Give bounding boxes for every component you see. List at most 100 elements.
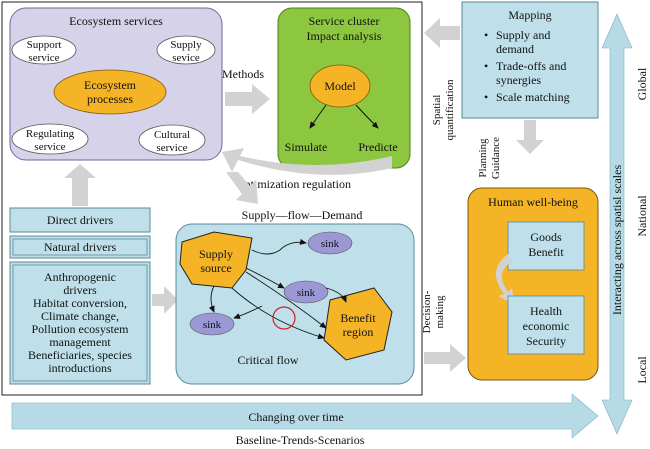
sink-mid-node [283,280,329,304]
spatial-quant-label-1: Spatial [431,95,443,126]
health-label-3: Security [526,334,566,348]
cultural-service-node [138,124,206,156]
direct-drivers-title: Direct drivers [47,213,114,227]
mapping-to-left-arrow [424,18,460,48]
human-wellbeing-panel: Human well-being Goods Benefit Health ec… [467,187,599,381]
sink-left-label: sink [203,319,222,331]
mapping-to-wellbeing-arrow [516,120,544,154]
support-service-label-1: Support [27,39,62,51]
ecosystem-processes-label-2: processes [87,92,133,106]
service-cluster-title-1: Service cluster [309,14,380,28]
direct-drivers-panel: Direct drivers Natural drivers Anthropog… [9,207,151,385]
methods-label: Methods [222,67,264,81]
sink-top-node [307,231,353,255]
mapping-bullet-1: • [484,28,488,42]
decision-making-label-2: making [434,295,446,328]
main-frame [1,1,423,396]
model-to-predicte-arrow [355,104,379,129]
spatial-quant-label-2: quantification [444,79,456,141]
mapping-item-2-line-1: Trade-offs and [496,59,566,73]
regulating-service-label-1: Regulating [26,128,75,140]
support-service-node [11,35,77,65]
supply-source-label-2: source [200,261,231,275]
flow-source-to-sink-mid [245,267,285,289]
drivers-to-flow-arrow [152,286,178,314]
model-label: Model [324,79,356,93]
planning-guidance-label-1: Planning [477,138,489,178]
mapping-bullet-2: • [484,59,488,73]
service-cluster-title-2: Impact analysis [307,29,382,43]
mapping-panel: Mapping • Supply and demand • Trade-offs… [461,1,599,119]
benefit-region-label-1: Benefit [340,311,376,325]
flow-source-to-benefit-1 [245,271,327,329]
flow-source-to-sink-top [251,238,307,255]
sink-left-node [189,312,235,336]
mapping-item-3-line-1: Scale matching [496,90,570,104]
supply-source-label-1: Supply [199,247,233,261]
goods-label-2: Benefit [528,245,564,259]
flow-source-to-sink-left [208,285,215,313]
support-service-label-2: service [28,52,59,64]
scale-national-label: National [635,195,649,237]
changing-over-time-arrow [11,393,599,439]
anthropogenic-line-5: Pollution ecosystem [32,322,130,336]
drivers-to-services-arrow [64,164,96,206]
mapping-bullet-3: • [484,90,488,104]
supply-flow-title: Supply—flow—Demand [242,208,363,222]
mapping-item-2-line-2: synergies [496,73,541,87]
supply-source-shape [179,231,253,289]
supply-service-node [156,35,216,65]
human-wellbeing-title: Human well-being [488,195,578,209]
anthropogenic-line-2: drivers [63,283,97,297]
supply-service-label-1: Supply [170,39,202,51]
predicte-label: Predicte [358,140,397,154]
health-label-1: Health [530,304,562,318]
service-cluster-panel: Service cluster Impact analysis Model Si… [277,7,411,169]
regulating-service-label-2: service [34,141,65,153]
critical-flow-label: Critical flow [238,353,299,367]
ecosystem-services-title: Ecosystem services [69,14,163,28]
planning-guidance-label-2: Guidance [490,137,502,179]
flow-sink-mid-to-benefit [325,287,347,303]
simulate-label: Simulate [285,140,328,154]
cultural-service-label-1: Cultural [154,129,190,141]
scale-global-label: Global [635,67,649,100]
decision-making-label-1: Decision- [421,290,433,333]
sink-top-label: sink [321,238,340,250]
mapping-item-1-line-2: demand [496,42,534,56]
supply-flow-panel: Supply—flow—Demand Supply source sink si… [175,208,415,385]
mapping-title: Mapping [508,8,551,22]
optimization-curve-arrow [222,148,392,175]
anthropogenic-line-4: Climate change, [41,309,119,323]
cultural-service-label-2: service [156,142,187,154]
anthropogenic-line-1: Anthropogenic [44,270,116,284]
model-to-simulate-arrow [309,104,327,129]
scale-local-label: Local [635,356,649,384]
natural-drivers-label: Natural drivers [44,240,117,254]
flow-source-to-benefit-2 [231,287,325,340]
flow-to-sink-left-branch [233,305,263,319]
mapping-item-1-line-1: Supply and [496,28,550,42]
benefit-region-shape [323,287,393,361]
ecosystem-processes-label-1: Ecosystem [84,78,137,92]
goods-label-1: Goods [530,230,562,244]
ecosystem-processes-node [53,69,167,115]
spatial-scales-arrow [601,13,633,435]
supply-service-label-2: sevice [172,52,200,64]
optimization-label: Optimization regulation [236,177,351,191]
ecosystem-services-panel: Ecosystem services Support service Suppl… [9,7,223,161]
decision-arrow [424,344,466,372]
down-arrow-to-supply-flow [226,172,258,204]
methods-arrow [225,84,270,114]
anthropogenic-line-7: Beneficiaries, species [28,348,132,362]
regulating-service-node [11,123,89,155]
sink-mid-label: sink [297,287,316,299]
baseline-trends-label: Baseline-Trends-Scenarios [236,433,365,447]
goods-to-health-curve-arrow [495,254,514,304]
critical-flow-circle [272,306,296,330]
spatial-scales-label: Interacting across spatisl scales [610,165,624,316]
benefit-region-label-2: region [343,325,374,339]
changing-over-time-label: Changing over time [248,410,343,424]
health-label-2: economic [523,319,570,333]
